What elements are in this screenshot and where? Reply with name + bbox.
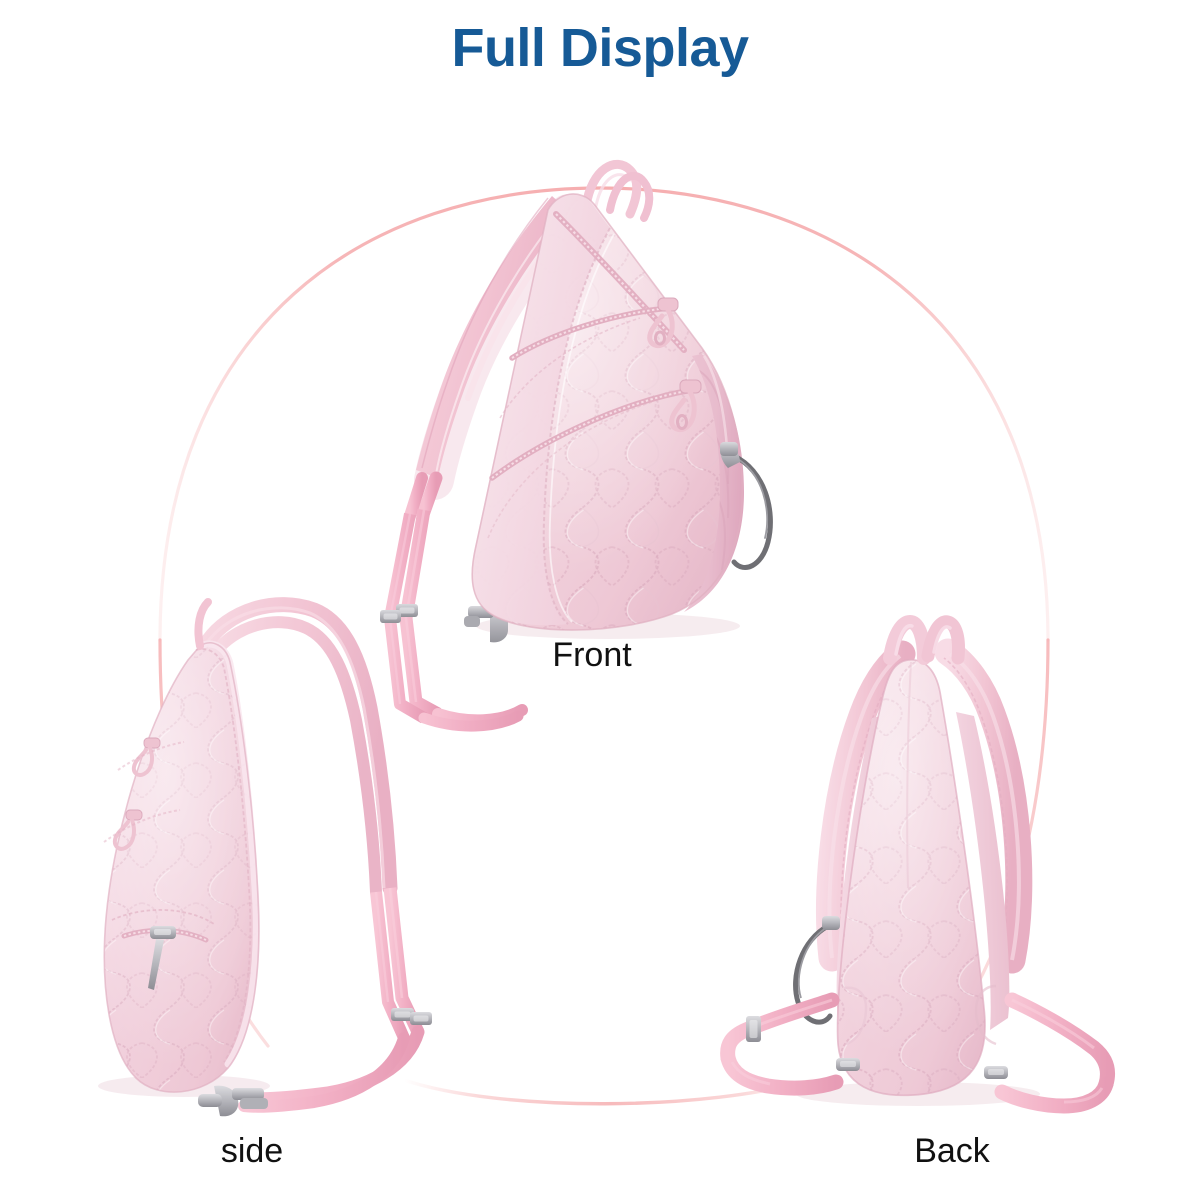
side-zipper-pull-lower[interactable] xyxy=(112,809,143,851)
strap-adjuster-buckle xyxy=(391,1008,432,1025)
zipper-pull-lower[interactable] xyxy=(669,379,702,433)
bottom-strap-hook xyxy=(198,1085,268,1117)
front-zipper-upper[interactable] xyxy=(509,297,679,361)
front-zipper-lower[interactable] xyxy=(489,379,702,481)
side-pull-loop[interactable] xyxy=(720,442,773,570)
caption-front: Front xyxy=(552,636,632,674)
product-view-front xyxy=(372,118,812,732)
zipper-pull-upper[interactable] xyxy=(647,297,679,349)
caption-back: Back xyxy=(914,1132,990,1170)
product-view-side xyxy=(88,588,488,1133)
side-pull-loop[interactable] xyxy=(793,916,840,1025)
webbing-d-ring xyxy=(836,1058,1008,1079)
caption-side: side xyxy=(220,1132,284,1170)
silver-zipper-pull[interactable] xyxy=(148,926,176,990)
strap-adjuster-buckle xyxy=(746,1016,761,1042)
page-title: Full Display xyxy=(451,18,749,78)
bag-body-side xyxy=(103,640,260,1093)
side-pocket-zipper[interactable] xyxy=(111,909,215,990)
strap-adjuster-buckle xyxy=(380,604,418,623)
product-view-back xyxy=(712,588,1132,1133)
